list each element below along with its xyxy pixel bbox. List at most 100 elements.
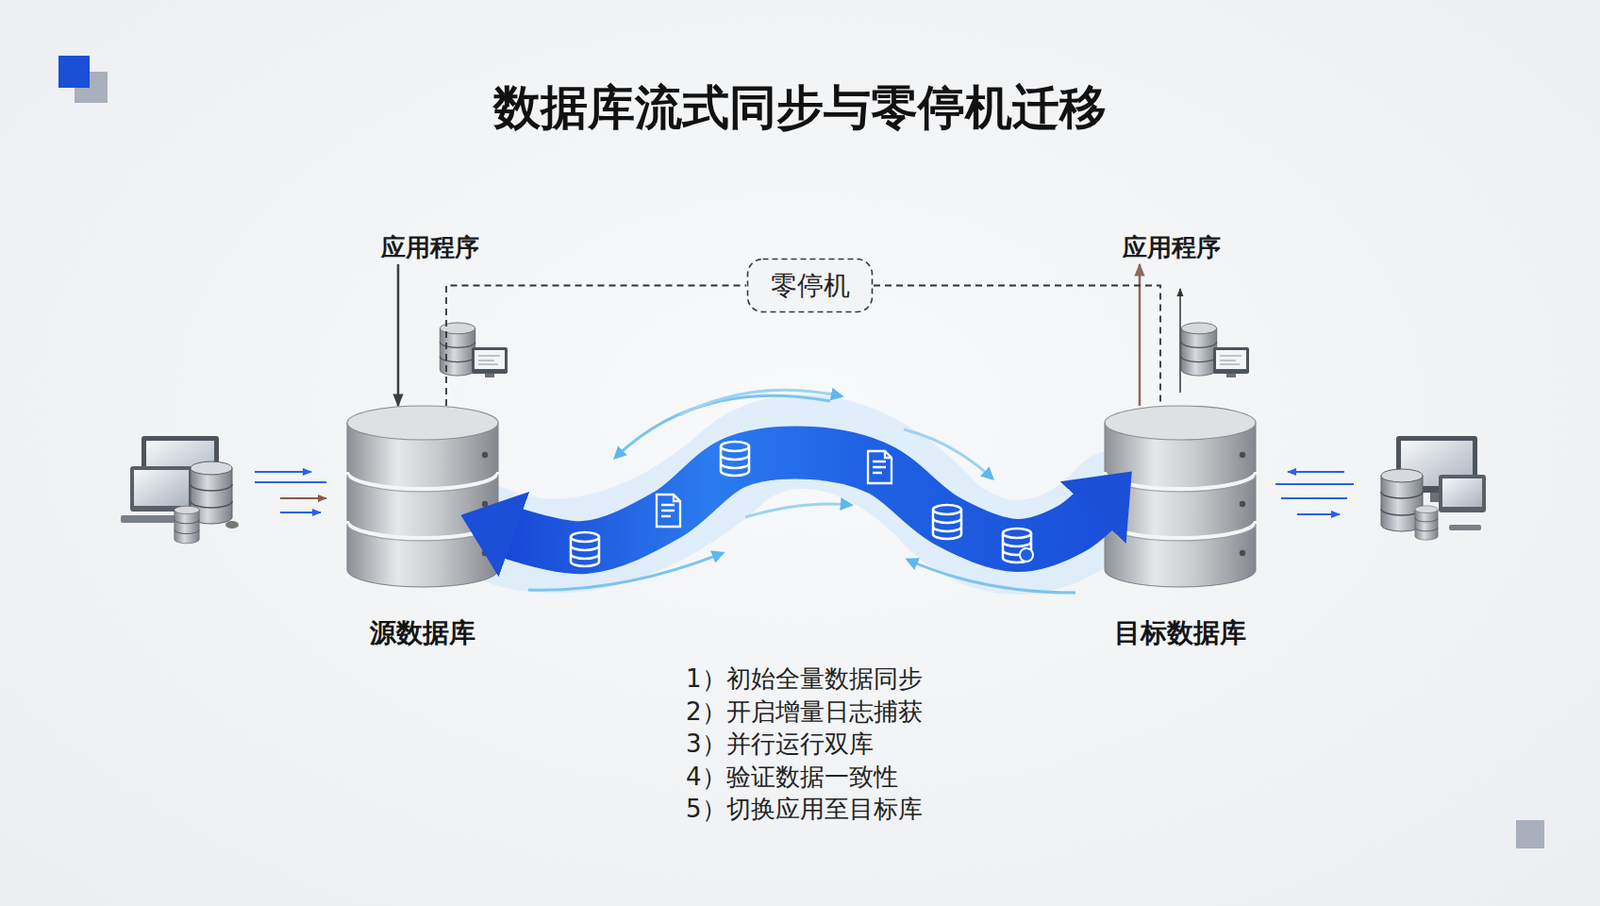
step-list: 1）初始全量数据同步2）开启增量日志捕获3）并行运行双库4）验证数据一致性5）切… xyxy=(685,662,923,826)
keyboard xyxy=(1449,524,1482,531)
screen-lines xyxy=(1219,355,1242,365)
traffic-arrow xyxy=(1287,470,1345,473)
read-arrow xyxy=(1138,264,1142,406)
decor-square xyxy=(74,71,108,103)
traffic-line xyxy=(1275,483,1354,485)
cylinder-edge xyxy=(1104,474,1256,492)
cylinder-top xyxy=(1104,405,1256,440)
write-arrow xyxy=(397,264,400,406)
monitor-stand xyxy=(484,373,495,378)
monitor-stand xyxy=(172,490,186,500)
cylinder-edge xyxy=(347,474,499,492)
database-band xyxy=(439,341,475,362)
flow-arc xyxy=(679,389,842,416)
cylinder-edge xyxy=(1104,523,1256,541)
database-label: 目标数据库 xyxy=(1048,616,1313,650)
flow-arc xyxy=(745,503,851,517)
flow-arc xyxy=(907,559,1076,593)
cutover-line xyxy=(873,285,1161,407)
traffic-line xyxy=(1281,497,1348,500)
stream-db-icon xyxy=(933,504,962,539)
mouse xyxy=(225,520,239,529)
database-top xyxy=(1381,468,1423,483)
monitor-screen xyxy=(1216,350,1247,369)
database-icon xyxy=(190,461,233,524)
database-body xyxy=(190,467,233,524)
stream-doc-icon xyxy=(867,450,892,484)
monitor-frame xyxy=(130,466,193,512)
status-dot xyxy=(1239,500,1246,507)
connector-group xyxy=(398,264,1161,548)
cutover-line xyxy=(446,285,747,407)
decor-square xyxy=(58,55,90,88)
cylinder-edge xyxy=(347,523,499,541)
node-label: 零停机 xyxy=(770,269,850,302)
database-body xyxy=(1381,475,1423,532)
step-text: 2）开启增量日志捕获 xyxy=(685,695,923,729)
monitor-screen xyxy=(146,440,215,484)
icon-part xyxy=(720,441,750,451)
database-icon xyxy=(1181,322,1217,376)
decor-square xyxy=(1516,819,1545,849)
icon-part xyxy=(933,504,962,515)
traffic-arrow xyxy=(1297,513,1340,516)
monitor-screen xyxy=(133,469,189,506)
step-text: 1）初始全量数据同步 xyxy=(685,662,923,696)
database-band xyxy=(1415,517,1438,532)
icon-part xyxy=(570,536,600,567)
step-text: 3）并行运行双库 xyxy=(685,727,923,761)
cylinder-outline xyxy=(1104,405,1256,587)
traffic-arrow xyxy=(280,497,327,500)
database-top xyxy=(1181,322,1217,334)
monitor-stand xyxy=(1226,373,1236,378)
status-dot xyxy=(482,550,488,556)
stream-doc-icon xyxy=(656,494,681,527)
flow-arc xyxy=(615,395,831,458)
cylinder-outline xyxy=(347,405,499,587)
node-label: 应用程序 xyxy=(381,232,480,263)
diagram-title: 数据库流式同步与零停机迁移 xyxy=(0,79,1600,136)
step-text: 4）验证数据一致性 xyxy=(685,760,923,794)
keyboard xyxy=(120,515,197,523)
icon-part xyxy=(1019,548,1034,562)
application-node: 应用程序 xyxy=(1115,230,1229,265)
source-database: 源数据库 xyxy=(347,405,499,587)
database-body xyxy=(174,509,200,543)
icon-part xyxy=(1002,528,1032,538)
database-top xyxy=(174,505,200,514)
traffic-line xyxy=(254,481,327,484)
database-body xyxy=(1181,328,1217,376)
status-dot xyxy=(1239,451,1246,458)
icon-part xyxy=(656,494,681,527)
database-band xyxy=(1381,491,1423,516)
database-body xyxy=(1415,509,1438,540)
cylinder-top xyxy=(347,405,499,440)
monitor-screen xyxy=(1442,478,1483,507)
database-band xyxy=(174,519,200,534)
monitor-frame xyxy=(1396,435,1478,493)
monitor-frame xyxy=(471,347,508,374)
dashed-box xyxy=(748,259,873,313)
icon-part xyxy=(867,450,892,484)
traffic-arrow xyxy=(254,470,312,473)
icon-part xyxy=(570,532,600,542)
database-icon xyxy=(1381,468,1423,532)
database-band xyxy=(190,483,233,508)
node-label: 应用程序 xyxy=(1122,232,1221,263)
flow-arc xyxy=(903,429,993,479)
monitor-screen xyxy=(1400,440,1473,486)
icon-part xyxy=(1002,533,1032,563)
icon-part xyxy=(933,509,962,539)
stream-db-icon xyxy=(720,441,750,476)
database-label: 源数据库 xyxy=(290,616,555,650)
zero-downtime-box: 零停机 xyxy=(746,257,874,314)
database-band xyxy=(1181,341,1217,362)
database-top xyxy=(190,461,233,475)
flow-arc xyxy=(528,552,723,590)
database-icon xyxy=(1415,505,1438,540)
cylinder-body xyxy=(1104,422,1256,587)
status-dot xyxy=(1239,550,1246,556)
traffic-arrow xyxy=(280,511,321,514)
database-top xyxy=(1415,505,1438,514)
status-dot xyxy=(482,500,488,507)
